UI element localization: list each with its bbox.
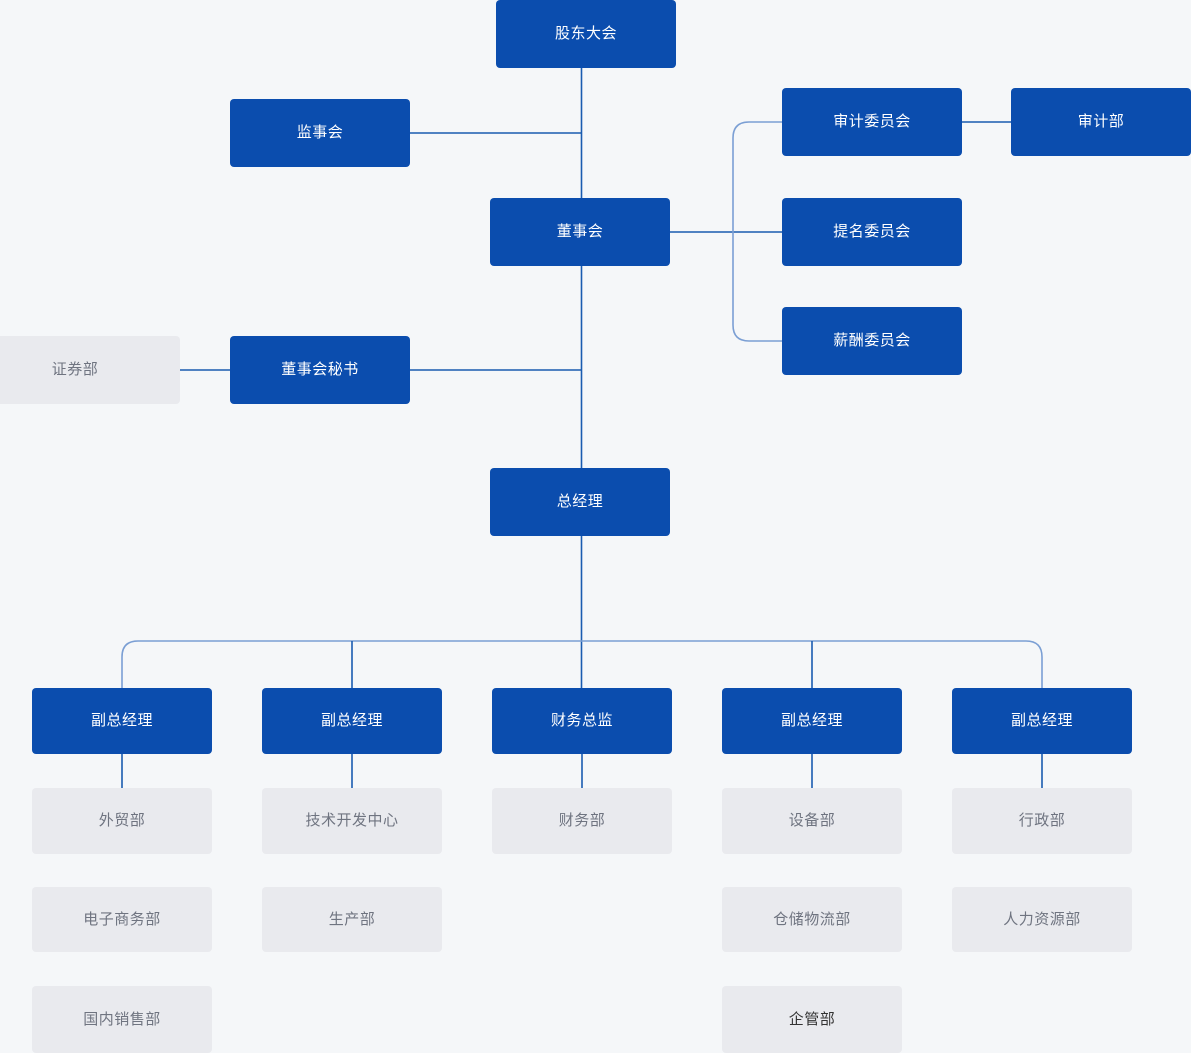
- node-label: 行政部: [1018, 812, 1066, 829]
- node-audit-dept[interactable]: 审计部: [1011, 88, 1191, 156]
- node-domestic-sales-dept[interactable]: 国内销售部: [32, 986, 212, 1053]
- node-label: 证券部: [51, 361, 99, 378]
- node-vp-4[interactable]: 副总经理: [722, 688, 902, 754]
- node-ecommerce-dept[interactable]: 电子商务部: [32, 887, 212, 952]
- node-label: 提名委员会: [833, 223, 911, 240]
- node-audit-committee[interactable]: 审计委员会: [782, 88, 962, 156]
- node-label: 外贸部: [98, 812, 146, 829]
- node-equipment-dept[interactable]: 设备部: [722, 788, 902, 854]
- node-tech-dev-center[interactable]: 技术开发中心: [262, 788, 442, 854]
- node-label: 副总经理: [780, 712, 843, 729]
- node-label: 财务部: [558, 812, 606, 829]
- node-admin-dept[interactable]: 行政部: [952, 788, 1132, 854]
- node-board-secretary[interactable]: 董事会秘书: [230, 336, 410, 404]
- node-cfo[interactable]: 财务总监: [492, 688, 672, 754]
- node-label: 副总经理: [90, 712, 153, 729]
- node-label: 财务总监: [550, 712, 613, 729]
- node-label: 仓储物流部: [773, 910, 851, 928]
- node-label: 设备部: [788, 812, 836, 829]
- node-finance-dept[interactable]: 财务部: [492, 788, 672, 854]
- node-label: 电子商务部: [83, 910, 161, 928]
- node-label: 生产部: [328, 910, 376, 928]
- node-production-dept[interactable]: 生产部: [262, 887, 442, 952]
- node-vp-1[interactable]: 副总经理: [32, 688, 212, 754]
- node-hr-dept[interactable]: 人力资源部: [952, 887, 1132, 952]
- node-securities-dept[interactable]: 证券部: [0, 336, 180, 404]
- node-label: 审计部: [1077, 113, 1125, 130]
- node-label: 副总经理: [320, 712, 383, 729]
- node-enterprise-mgmt-dept[interactable]: 企管部: [722, 986, 902, 1053]
- node-general-manager[interactable]: 总经理: [490, 468, 670, 536]
- node-label: 总经理: [556, 493, 604, 510]
- edge-committee-bus: [732, 121, 783, 342]
- node-board[interactable]: 董事会: [490, 198, 670, 266]
- node-nomination-committee[interactable]: 提名委员会: [782, 198, 962, 266]
- node-label: 股东大会: [554, 25, 617, 42]
- node-compensation-committee[interactable]: 薪酬委员会: [782, 307, 962, 375]
- node-supervisors[interactable]: 监事会: [230, 99, 410, 167]
- node-label: 企管部: [788, 1010, 836, 1028]
- node-shareholders[interactable]: 股东大会: [496, 0, 676, 68]
- node-label: 董事会秘书: [281, 361, 359, 378]
- edge-executive-bus: [121, 640, 1043, 689]
- node-label: 审计委员会: [833, 113, 911, 130]
- node-label: 董事会: [556, 223, 604, 240]
- node-warehouse-logistics-dept[interactable]: 仓储物流部: [722, 887, 902, 952]
- node-label: 薪酬委员会: [833, 332, 911, 349]
- node-label: 国内销售部: [83, 1010, 161, 1028]
- node-vp-5[interactable]: 副总经理: [952, 688, 1132, 754]
- node-foreign-trade-dept[interactable]: 外贸部: [32, 788, 212, 854]
- node-label: 人力资源部: [1003, 910, 1081, 928]
- node-label: 副总经理: [1010, 712, 1073, 729]
- node-vp-2[interactable]: 副总经理: [262, 688, 442, 754]
- node-label: 技术开发中心: [305, 812, 399, 829]
- node-label: 监事会: [296, 124, 344, 141]
